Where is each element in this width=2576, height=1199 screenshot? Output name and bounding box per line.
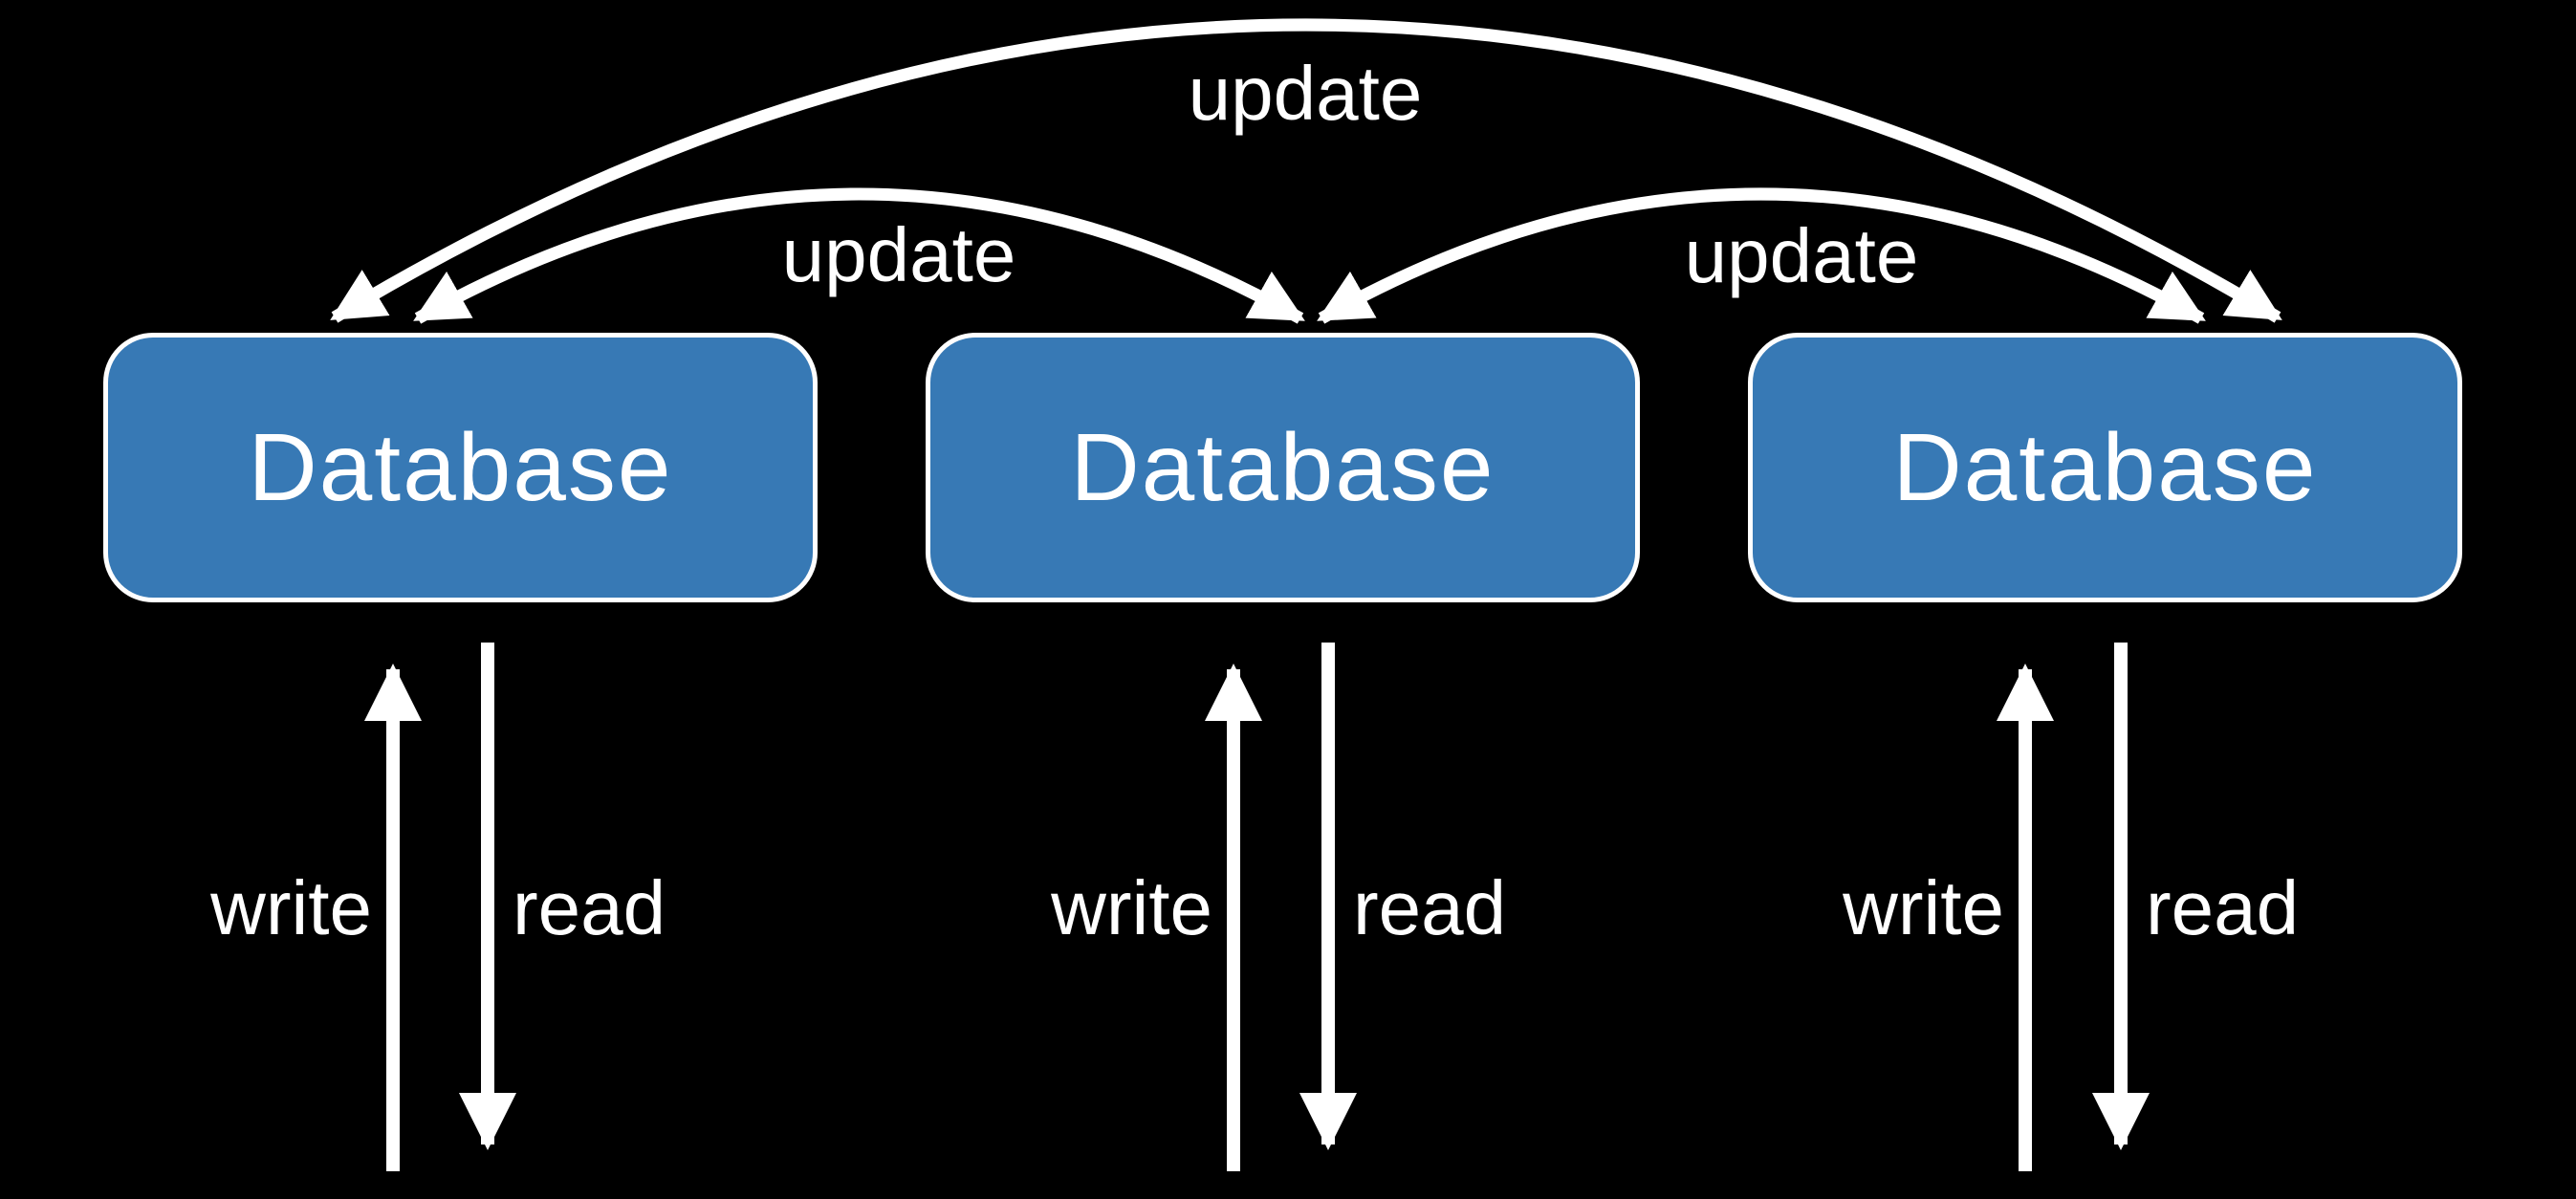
read-label-node3: read bbox=[2146, 865, 2300, 950]
database-node-2-label: Database bbox=[1070, 413, 1495, 521]
read-label-node1: read bbox=[513, 865, 666, 950]
update-label-node2-node3: update bbox=[1684, 213, 1919, 298]
database-node-2: Database bbox=[926, 333, 1640, 602]
update-arc-node2-node3 bbox=[1317, 187, 2206, 324]
write-label-node2: write bbox=[1051, 865, 1212, 950]
update-label-node1-node3: update bbox=[1188, 51, 1423, 136]
database-node-1-label: Database bbox=[248, 413, 673, 521]
write-label-node1: write bbox=[210, 865, 372, 950]
database-node-3-label: Database bbox=[1892, 413, 2318, 521]
update-label-node1-node2: update bbox=[781, 212, 1016, 297]
write-label-node3: write bbox=[1843, 865, 2004, 950]
database-node-1: Database bbox=[103, 333, 818, 602]
update-arc-node1-node3 bbox=[330, 18, 2282, 323]
update-arc-node1-node2 bbox=[413, 187, 1305, 324]
read-label-node2: read bbox=[1353, 865, 1507, 950]
database-node-3: Database bbox=[1748, 333, 2462, 602]
